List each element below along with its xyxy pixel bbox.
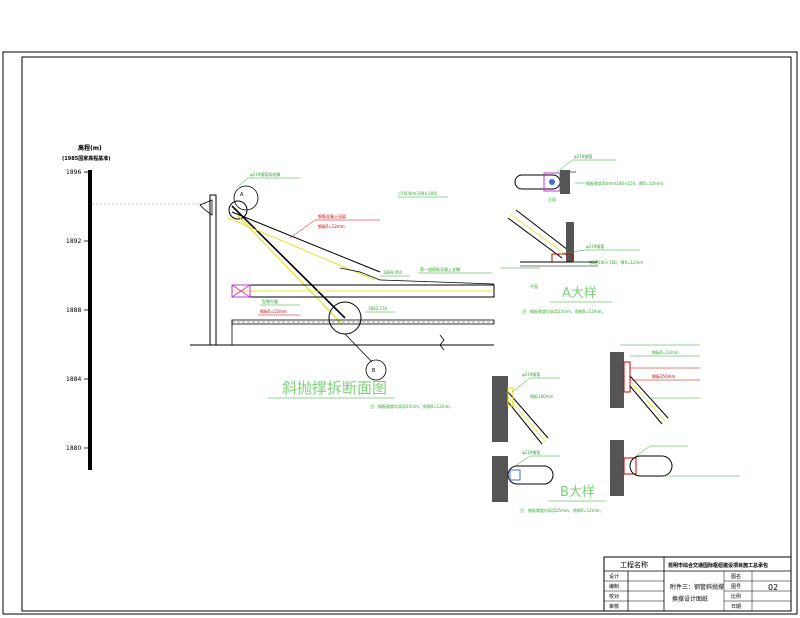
inner-frame [21, 56, 792, 612]
scale-tick-label: 1884 [66, 376, 81, 383]
drawing-title-line2: 换撑设计图纸 [672, 595, 708, 603]
scale-tick-label: 1880 [66, 445, 81, 452]
label-wall: 钢筋混凝土冠梁 [318, 213, 346, 219]
project-name: 昆明市综合交通国际枢纽建设项目施工总承包 [668, 562, 768, 569]
label-floor: 第一道楼板混凝土支撑 [420, 266, 460, 272]
signoff-row: 审核 [609, 603, 619, 610]
detail-a-label3: 立面 [548, 196, 556, 202]
detail-a-label1: φ219钢管 [574, 153, 592, 159]
detail-b-label4: 钢板δ=12mm [652, 349, 679, 355]
detail-b-label1: φ219钢管 [522, 371, 540, 377]
detail-b-title: B大样 [560, 485, 595, 500]
elev-top-label: ▽1000m(1894.200) [398, 191, 438, 196]
signoff-row: 编制 [609, 583, 619, 590]
elevation-scale: 高程(m) (1985国家高程基准) 1896 1892 1888 1884 1… [62, 144, 111, 470]
scale-bar [88, 170, 92, 470]
section-view: ▽1000m(1894.200) φ219钢管斜抛撑 钢筋混凝土冠梁 钢板δ=1… [92, 171, 495, 409]
retaining-wall [209, 194, 217, 346]
tb-right-label: 比例 [731, 593, 741, 600]
title-block: 工程名称 昆明市综合交通国际枢纽建设项目施工总承包 设计 编制 校对 审核 附件… [603, 556, 792, 612]
detail-b: φ219钢管 钢板180mm φ219钢管 钢板δ=12mm 钢板250mm B… [492, 344, 740, 513]
tb-right-label: 图名 [731, 573, 741, 580]
elev-mid-label: 1889.050 [383, 270, 403, 275]
scale-tick-label: 1888 [66, 307, 81, 314]
detail-a-title: A大样 [562, 286, 597, 301]
detail-b-note: 注：钢板厚度均采用25mm，角钢δ=12mm。 [520, 507, 604, 513]
tb-right-label: 图号 [731, 584, 741, 590]
detail-a-label2: 钢板厚度30mm(180×150，厚δ=12mm) [586, 180, 664, 186]
signoff-row: 设计 [609, 573, 619, 580]
scale-datum: (1985国家高程基准) [62, 155, 111, 162]
scale-tick-label: 1896 [66, 169, 81, 176]
tb-right-label: 日期 [731, 604, 741, 610]
label-steel-pipe: φ219钢管斜抛撑 [250, 171, 280, 177]
label-b-marker: B [372, 368, 376, 374]
scale-tick-label: 1892 [66, 238, 81, 245]
detail-a-note: 注：钢板厚度均采用25mm，角钢δ=12mm。 [522, 308, 606, 314]
drawing-title-line1: 附件三：钢管斜抛撑 [670, 583, 724, 591]
detail-b-label5: 钢板250mm [652, 373, 676, 379]
detail-a-label5: 钢板180×180，厚δ=12mm [590, 259, 643, 265]
detail-a-label6: 平面 [530, 284, 538, 289]
label-plate-2: 钢板δ=12mm [260, 308, 287, 314]
detail-b-label3: 钢板180mm [530, 393, 554, 399]
detail-b-label2: φ219钢管 [522, 449, 540, 455]
diagonal-strut [231, 205, 346, 319]
drawing-number: 02 [768, 583, 778, 592]
elev-bottom-label: 1882.150 [368, 306, 388, 311]
label-plate: 钢板δ=12mm [318, 223, 345, 229]
outer-frame [2, 51, 798, 615]
section-title: 斜抛撑拆断面图 [282, 379, 387, 397]
label-bracket: 型钢牛腿 [262, 298, 278, 304]
project-header: 工程名称 [620, 560, 648, 569]
detail-a: φ219钢管 钢板厚度30mm(180×150，厚δ=12mm) 立面 φ219… [500, 153, 664, 314]
section-note: 注：钢板厚度均采用25mm，角钢δ=12mm。 [370, 403, 454, 409]
label-a-marker: A [240, 192, 244, 198]
signoff-row: 校对 [609, 593, 619, 600]
scale-title: 高程(m) [78, 144, 102, 152]
detail-a-label4: φ219钢管 [586, 243, 604, 249]
